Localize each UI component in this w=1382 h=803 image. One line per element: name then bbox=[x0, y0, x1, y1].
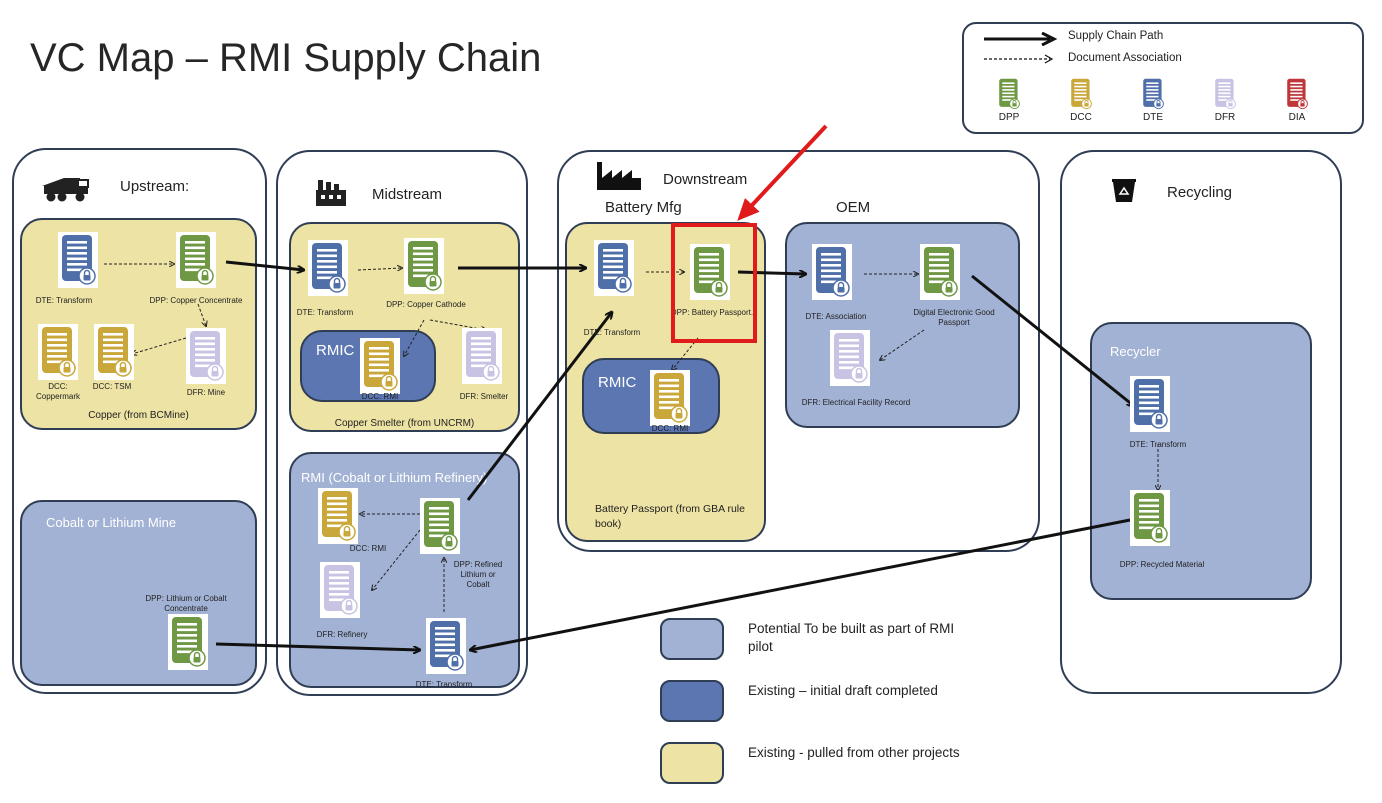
downstream-label: Downstream bbox=[663, 171, 748, 188]
rmi-refinery-title: RMI (Cobalt or Lithium Refinery) bbox=[301, 470, 488, 485]
dpp-document-icon bbox=[998, 78, 1020, 115]
copper-mine-caption: Copper (from BCMine) bbox=[88, 410, 189, 421]
dfr-document-icon bbox=[830, 330, 870, 386]
legend-doc-label: DFR bbox=[1214, 112, 1236, 123]
document-label: DCC: RMI bbox=[349, 544, 387, 553]
document-label: Digital Electronic Good Passport bbox=[913, 308, 995, 327]
page-title: VC Map – RMI Supply Chain bbox=[30, 36, 542, 80]
dcc-document-icon bbox=[360, 338, 400, 394]
legend-supply-chain-path: Supply Chain Path bbox=[1068, 30, 1164, 42]
document-label: DCC: RMI bbox=[361, 392, 399, 401]
document-label: DTE: Transform bbox=[583, 328, 641, 337]
document-label: DTE: Transform bbox=[296, 308, 354, 317]
battery-passport-caption: Battery Passport (from GBA rule book) bbox=[595, 503, 745, 530]
dpp-document-icon bbox=[176, 232, 216, 288]
document-label: DTE: Transform bbox=[1129, 440, 1187, 449]
oem-label: OEM bbox=[836, 199, 871, 216]
document-label: DPP: Refined Lithium or Cobalt bbox=[453, 560, 503, 589]
document-label: DCC: RMI bbox=[651, 424, 689, 433]
key-label: Existing – initial draft completed bbox=[748, 683, 938, 698]
copper-smelter-caption: Copper Smelter (from UNCRM) bbox=[334, 418, 475, 429]
upstream-label: Upstream: bbox=[120, 178, 190, 195]
dte-document-icon bbox=[58, 232, 98, 288]
document-label: DFR: Refinery bbox=[316, 630, 368, 639]
legend-doc-label: DCC bbox=[1070, 112, 1092, 123]
document-association-arrow-icon bbox=[984, 54, 1054, 64]
dfr-document-icon bbox=[186, 328, 226, 384]
mining-truck-icon bbox=[42, 178, 89, 202]
dfr-document-icon bbox=[1214, 78, 1236, 115]
dia-document-icon bbox=[1286, 78, 1308, 115]
arrow-bat-dpp-to-oem-dte bbox=[737, 272, 806, 274]
dfr-document-icon bbox=[462, 328, 502, 384]
dcc-document-icon bbox=[318, 488, 358, 544]
supply-chain-path-arrow-icon bbox=[984, 32, 1058, 46]
dpp-document-icon bbox=[690, 244, 730, 300]
legend: Supply Chain Path Document Association D… bbox=[962, 22, 1364, 134]
dte-document-icon bbox=[426, 618, 466, 674]
recycling-label: Recycling bbox=[1167, 184, 1233, 201]
recycler-box: Recycler bbox=[1090, 322, 1312, 600]
recycle-bin-icon bbox=[1112, 179, 1136, 202]
document-label: DFR: Mine bbox=[186, 388, 226, 397]
legend-doc-label: DTE bbox=[1143, 112, 1163, 123]
key-swatch bbox=[660, 618, 724, 660]
dte-document-icon bbox=[308, 240, 348, 296]
battery-mfg-label: Battery Mfg bbox=[605, 199, 682, 216]
dpp-document-icon bbox=[420, 498, 460, 554]
dfr-document-icon bbox=[320, 562, 360, 618]
smelter-rmic-title: RMIC bbox=[316, 342, 355, 359]
dpp-document-icon bbox=[404, 238, 444, 294]
arrow-oem-dpp-to-rec-dte bbox=[971, 274, 1134, 406]
document-label: DPP: Battery Passport. bbox=[670, 308, 754, 317]
dte-document-icon bbox=[1130, 376, 1170, 432]
arrow-cob-dpp-to-ref-dte bbox=[215, 642, 420, 650]
arrow-up-dpp-to-mid-dte bbox=[225, 260, 304, 270]
legend-doc-label: DIA bbox=[1288, 112, 1306, 123]
key-swatch bbox=[660, 742, 724, 784]
document-label: DPP: Copper Concentrate bbox=[149, 296, 243, 305]
dcc-document-icon bbox=[94, 324, 134, 380]
key-swatch bbox=[660, 680, 724, 722]
document-label: DFR: Electrical Facility Record bbox=[801, 398, 911, 407]
dte-document-icon bbox=[594, 240, 634, 296]
dte-document-icon bbox=[812, 244, 852, 300]
document-label: DTE: Association bbox=[805, 312, 867, 321]
document-label: DTE: Transform bbox=[415, 680, 473, 689]
recycler-title: Recycler bbox=[1110, 344, 1161, 359]
factory-icon bbox=[597, 162, 641, 190]
document-label: DTE: Transform bbox=[35, 296, 93, 305]
cobalt-mine-box: Cobalt or Lithium Mine bbox=[20, 500, 257, 686]
midstream-label: Midstream bbox=[372, 186, 443, 203]
dcc-document-icon bbox=[1070, 78, 1092, 115]
dte-document-icon bbox=[1142, 78, 1164, 115]
battery-rmic-title: RMIC bbox=[598, 374, 637, 391]
document-label: DPP: Recycled Material bbox=[1119, 560, 1205, 569]
dpp-document-icon bbox=[920, 244, 960, 300]
key-label: Potential To be built as part of RMI pil… bbox=[748, 621, 955, 654]
document-label: DPP: Lithium or Cobalt Concentrate bbox=[145, 594, 227, 613]
dcc-document-icon bbox=[650, 370, 690, 426]
legend-document-association: Document Association bbox=[1068, 52, 1182, 64]
dcc-document-icon bbox=[38, 324, 78, 380]
battery-passport-highlight bbox=[671, 223, 757, 343]
key-label: Existing - pulled from other projects bbox=[748, 745, 960, 760]
document-label: DCC: Coppermark bbox=[35, 382, 80, 401]
document-label: DFR: Smelter bbox=[459, 392, 509, 401]
red-highlight-arrow bbox=[737, 124, 828, 221]
oem-box bbox=[785, 222, 1020, 428]
dpp-document-icon bbox=[1130, 490, 1170, 546]
legend-doc-label: DPP bbox=[998, 112, 1020, 123]
arrow-ref-dpp-to-bat-dte bbox=[466, 312, 612, 501]
dpp-document-icon bbox=[168, 614, 208, 670]
arrow-rec-dpp-to-ref-dte bbox=[470, 518, 1131, 650]
document-label: DPP: Copper Cathode bbox=[386, 300, 466, 309]
industry-icon bbox=[316, 180, 346, 206]
cobalt-mine-title: Cobalt or Lithium Mine bbox=[46, 515, 177, 530]
document-label: DCC: TSM bbox=[92, 382, 132, 391]
